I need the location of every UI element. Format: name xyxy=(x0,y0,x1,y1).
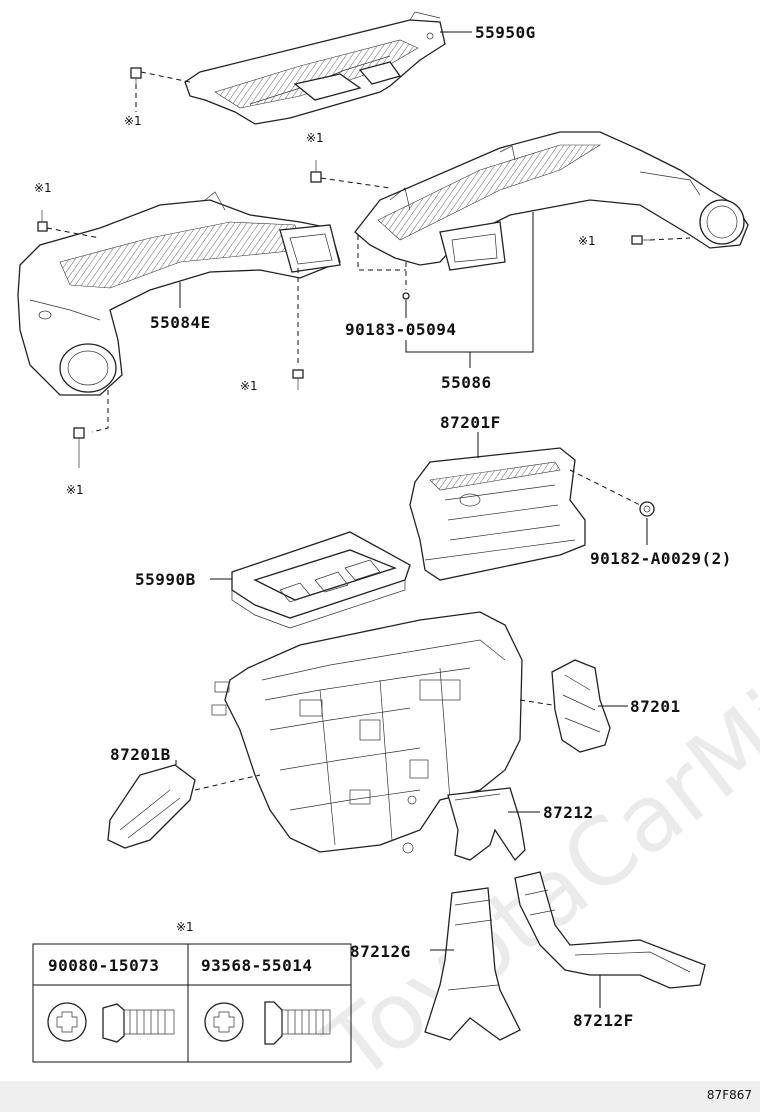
part-55084e-drawing xyxy=(17,191,341,396)
part-87212g-drawing xyxy=(424,887,521,1041)
label-87201: 87201 xyxy=(630,697,681,716)
label-87212f: 87212F xyxy=(573,1011,634,1030)
screw-icon xyxy=(292,369,304,390)
marker-1-e: ※1 xyxy=(240,379,258,393)
marker-1-a: ※1 xyxy=(124,114,142,128)
pin-icon xyxy=(402,292,410,300)
label-87201f: 87201F xyxy=(440,413,501,432)
label-87201b: 87201B xyxy=(110,745,171,764)
legend-col-1: 90080-15073 xyxy=(48,956,159,975)
clip-icon xyxy=(130,67,142,84)
nut-icon xyxy=(639,501,655,517)
legend-col-2: 93568-55014 xyxy=(201,956,312,975)
label-87212: 87212 xyxy=(543,803,594,822)
label-55084e: 55084E xyxy=(150,313,211,332)
bolt-90080-icon xyxy=(47,1002,175,1043)
fastener-legend-table: ※1 90080-15073 93568-55014 xyxy=(32,920,352,1063)
diagram-code: 87F867 xyxy=(706,1088,752,1102)
label-55990b: 55990B xyxy=(135,570,196,589)
label-55086: 55086 xyxy=(441,373,492,392)
part-hvac-unit-drawing xyxy=(211,611,523,854)
part-87212-drawing xyxy=(447,787,526,862)
clip-icon xyxy=(37,210,48,232)
part-55990b-drawing xyxy=(231,531,411,629)
clip-icon xyxy=(631,235,650,245)
marker-1-b: ※1 xyxy=(306,131,324,145)
marker-1-f: ※1 xyxy=(66,483,84,497)
marker-1-c: ※1 xyxy=(578,234,596,248)
legend-marker: ※1 xyxy=(176,920,194,934)
marker-1-d: ※1 xyxy=(34,181,52,195)
label-55950g: 55950G xyxy=(475,23,536,42)
clip-icon xyxy=(310,160,322,183)
label-87212g: 87212G xyxy=(350,942,411,961)
bolt-93568-icon xyxy=(204,1001,331,1045)
part-87201-drawing xyxy=(551,659,611,753)
part-55086-drawing xyxy=(354,131,749,271)
part-87201b-drawing xyxy=(107,764,196,849)
label-90182-a0029: 90182-A0029(2) xyxy=(590,549,732,568)
part-87201f-drawing xyxy=(409,447,586,581)
part-55950g-drawing xyxy=(184,11,446,125)
footer-bar xyxy=(0,1081,760,1112)
label-90183-05094: 90183-05094 xyxy=(345,320,456,339)
clip-icon xyxy=(73,427,85,468)
part-87212f-drawing xyxy=(514,871,706,989)
